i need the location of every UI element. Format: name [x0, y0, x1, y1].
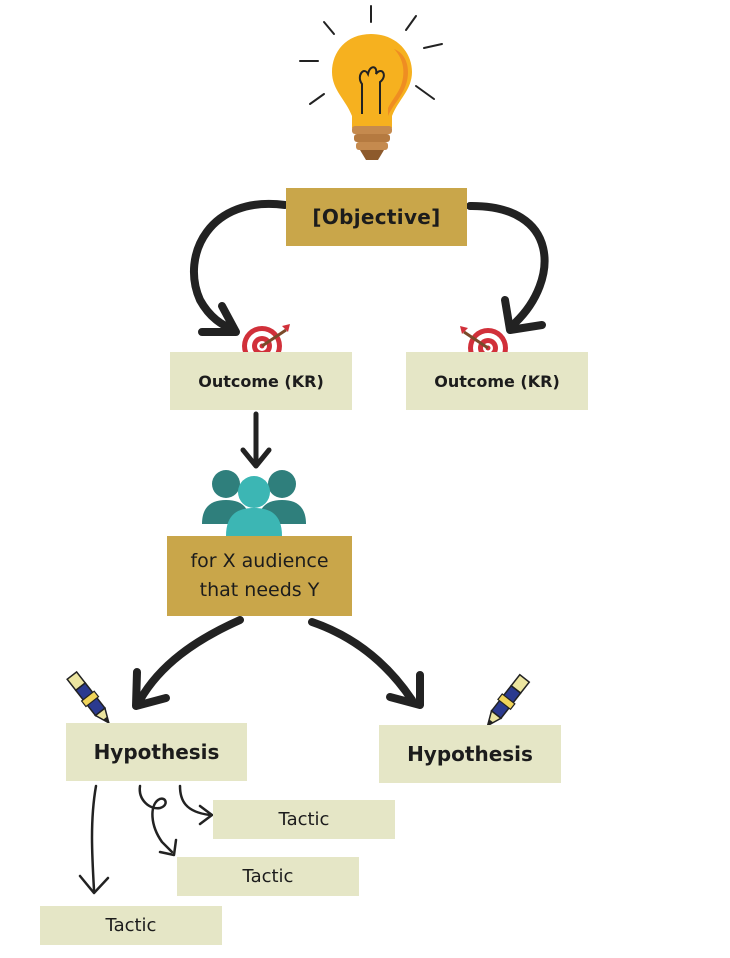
objective-box: [Objective]	[286, 188, 467, 246]
audience-line-1: for X audience	[190, 550, 329, 572]
arrow-objective-to-outcome-left	[189, 199, 289, 334]
audience-line-2: that needs Y	[199, 579, 320, 601]
tactic-label: Tactic	[278, 809, 330, 830]
arrowhead-hyp-right	[386, 671, 424, 709]
objective-label: [Objective]	[312, 205, 441, 229]
arrow-audience-to-hypothesis-right	[308, 618, 416, 704]
tactic-label: Tactic	[242, 866, 294, 887]
hypothesis-label: Hypothesis	[93, 740, 220, 764]
hypothesis-box-right: Hypothesis	[379, 725, 561, 783]
arrow-hypothesis-to-tactic-2	[138, 784, 174, 854]
outcome-label: Outcome (KR)	[198, 371, 324, 391]
outcome-label: Outcome (KR)	[434, 371, 560, 391]
arrow-objective-to-outcome-right	[466, 201, 549, 327]
arrow-audience-to-hypothesis-left	[136, 616, 244, 704]
arrowhead-tactic-1	[198, 804, 214, 826]
arrowhead-down	[240, 447, 272, 469]
outcome-box-right: Outcome (KR)	[406, 352, 588, 410]
pen-icon	[66, 670, 111, 725]
people-group-icon	[202, 470, 306, 536]
arrowhead-hyp-left	[132, 668, 170, 710]
tactic-box-1: Tactic	[213, 800, 395, 839]
arrowhead-tactic-2	[158, 838, 178, 857]
pen-icon	[486, 673, 531, 728]
tactic-box-3: Tactic	[40, 906, 222, 945]
tactic-label: Tactic	[105, 915, 157, 936]
hypothesis-box-left: Hypothesis	[66, 723, 247, 781]
tactic-box-2: Tactic	[177, 857, 359, 896]
arrow-hypothesis-to-tactic-3	[90, 784, 98, 892]
arrowhead-right	[501, 296, 546, 334]
audience-box: for X audience that needs Y	[167, 536, 352, 616]
arrow-hypothesis-to-tactic-1	[178, 784, 212, 817]
hypothesis-label: Hypothesis	[407, 742, 533, 766]
lightbulb-icon	[299, 5, 443, 160]
arrowhead-tactic-3	[78, 874, 110, 895]
arrowhead-left	[198, 302, 240, 336]
outcome-box-left: Outcome (KR)	[170, 352, 352, 410]
